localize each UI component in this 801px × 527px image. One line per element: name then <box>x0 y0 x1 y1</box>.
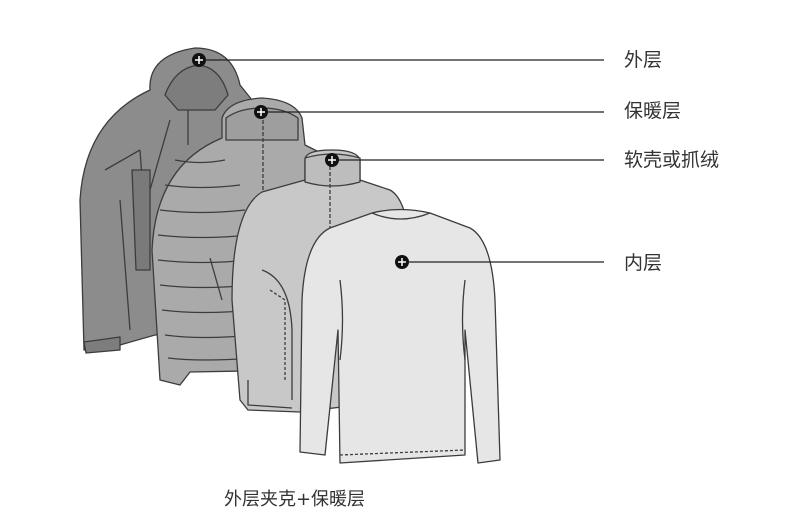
plus-marker-icon <box>395 255 409 269</box>
base-layer-shirt-icon <box>299 208 501 464</box>
label-inner-layer: 内层 <box>624 252 663 274</box>
label-outer-layer: 外层 <box>624 49 663 71</box>
label-warm-layer: 保暖层 <box>624 100 682 122</box>
plus-marker-icon <box>254 105 268 119</box>
label-soft-layer: 软壳或抓绒 <box>624 149 720 171</box>
diagram-caption: 外层夹克+保暖层 <box>223 489 366 510</box>
plus-marker-icon <box>325 153 339 167</box>
plus-marker-icon <box>192 53 206 67</box>
